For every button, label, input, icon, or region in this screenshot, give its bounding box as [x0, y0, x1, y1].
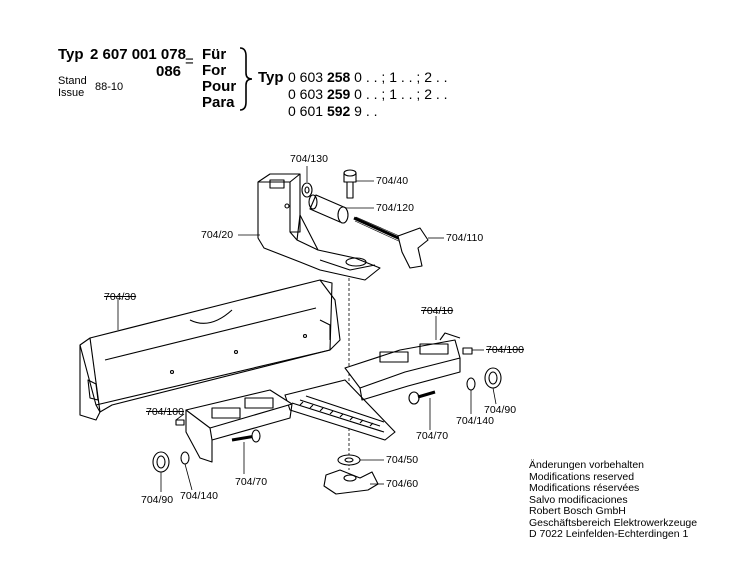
- typ-suffix: 086: [156, 63, 182, 80]
- label-704-140-right: 704/140: [456, 415, 494, 427]
- label-704-70-left: 704/70: [235, 476, 268, 488]
- note-line: Modifications réservées: [529, 482, 640, 494]
- note-line: Salvo modificaciones: [529, 493, 628, 506]
- left-screw-part: [231, 429, 261, 443]
- label-704-60: 704/60: [386, 478, 419, 490]
- angle-bracket-part: [257, 173, 381, 281]
- leader-lines: [117, 166, 497, 492]
- brace-icon: [239, 47, 253, 111]
- threaded-knob-part: [353, 216, 429, 269]
- label-704-90-right: 704/90: [484, 404, 517, 416]
- label-704-10: 704/10: [421, 305, 454, 317]
- right-screw-part: [408, 390, 436, 405]
- washer-top-part: [301, 182, 313, 198]
- label-704-100-right: 704/100: [486, 344, 524, 356]
- label-704-90-left: 704/90: [141, 494, 174, 506]
- lang-es: Para: [202, 94, 235, 111]
- label-704-120: 704/120: [376, 202, 414, 214]
- stand-value: 88-10: [95, 81, 124, 93]
- base-rail-part: [284, 332, 461, 441]
- top-screw-part: [343, 169, 357, 199]
- cylinder-part: [308, 194, 349, 224]
- label-704-100-left: 704/100: [146, 406, 184, 418]
- typ2-label: Typ: [258, 69, 284, 86]
- typ-number: 2 607 001 078: [90, 46, 186, 63]
- note-line: Modifications reserved: [529, 470, 635, 483]
- label-704-50: 704/50: [386, 454, 419, 466]
- label-704-70-right: 704/70: [416, 430, 449, 442]
- left-pin-part: [175, 419, 185, 426]
- wing-nut-part: [323, 469, 379, 495]
- company-line: Geschäftsbereich Elektrowerkzeuge: [529, 516, 698, 529]
- company-line: D 7022 Leinfelden-Echterdingen 1: [529, 528, 689, 540]
- long-fence-part: [79, 279, 341, 421]
- lang-en: For: [202, 62, 227, 79]
- typ-label: Typ: [58, 46, 84, 63]
- lang-fr: Pour: [202, 78, 237, 95]
- label-704-110: 704/110: [446, 232, 484, 244]
- bottom-washer-part: [337, 454, 361, 466]
- label-704-30: 704/30: [104, 291, 137, 303]
- company-line: Robert Bosch GmbH: [529, 505, 626, 517]
- label-704-20: 704/20: [201, 229, 234, 241]
- notes-block: Änderungen vorbehalten Modifications res…: [529, 459, 698, 541]
- note-line: Änderungen vorbehalten: [529, 459, 645, 471]
- left-knob-part: [152, 451, 190, 473]
- issue-label: Issue: [58, 87, 85, 99]
- label-704-140-left: 704/140: [180, 490, 218, 502]
- equals-sign: =: [185, 53, 194, 70]
- left-clamp-part: [185, 389, 293, 463]
- model-line-2: 0 603 259 0 . . ; 1 . . ; 2 . .: [288, 86, 448, 102]
- stand-label: Stand: [58, 75, 87, 87]
- model-line-3: 0 601 592 9 . .: [288, 103, 378, 119]
- right-knob-part: [462, 347, 502, 391]
- label-704-130: 704/130: [290, 153, 328, 165]
- model-line-1: 0 603 258 0 . . ; 1 . . ; 2 . .: [288, 69, 448, 85]
- lang-de: Für: [202, 46, 227, 63]
- label-704-40: 704/40: [376, 175, 409, 187]
